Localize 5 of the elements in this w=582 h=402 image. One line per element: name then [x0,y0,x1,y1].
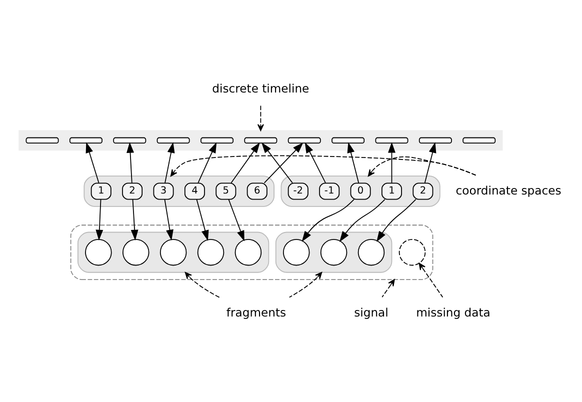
node-text: signal [354,304,388,319]
node-text: discrete timeline [212,81,310,96]
node-text: fragments [226,304,286,319]
node-text: coordinate spaces [456,182,562,197]
node-text: missing data [416,304,490,319]
